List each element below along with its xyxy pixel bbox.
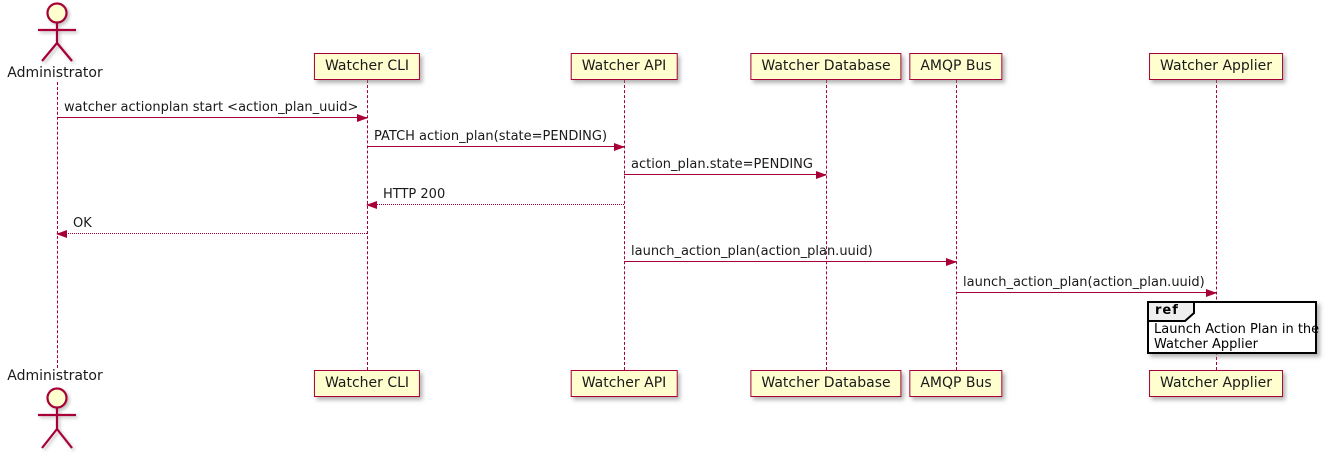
lifeline-amqp-bus bbox=[956, 80, 957, 370]
participant-top-watcher-cli: Watcher CLI bbox=[313, 53, 421, 80]
message-line bbox=[57, 117, 367, 118]
message-launch-action-plan-api: launch_action_plan(action_plan.uuid) bbox=[624, 243, 957, 266]
lifeline-watcher-api bbox=[624, 80, 625, 370]
arrowhead-icon bbox=[56, 230, 67, 238]
participant-top-watcher-database: Watcher Database bbox=[750, 53, 902, 80]
arrowhead-icon bbox=[614, 143, 625, 151]
arrowhead-icon bbox=[1206, 289, 1217, 297]
participant-bottom-watcher-cli: Watcher CLI bbox=[313, 370, 421, 397]
ref-text-line: Launch Action Plan in the bbox=[1154, 322, 1320, 337]
participant-bottom-watcher-database: Watcher Database bbox=[750, 370, 902, 397]
ref-keyword-pentagon-icon bbox=[1147, 301, 1195, 322]
actor-label-bottom: Administrator bbox=[7, 368, 103, 384]
message-label: launch_action_plan(action_plan.uuid) bbox=[963, 275, 1205, 290]
participant-top-amqp-bus: AMQP Bus bbox=[909, 53, 1003, 80]
participant-bottom-amqp-bus: AMQP Bus bbox=[909, 370, 1003, 397]
message-launch-action-plan-bus: launch_action_plan(action_plan.uuid) bbox=[956, 274, 1217, 297]
ref-fragment: ref Launch Action Plan in the Watcher Ap… bbox=[1147, 301, 1320, 354]
arrowhead-icon bbox=[946, 258, 957, 266]
lifeline-administrator bbox=[57, 82, 58, 368]
message-actionplan-start: watcher actionplan start <action_plan_uu… bbox=[57, 99, 368, 122]
message-line bbox=[367, 204, 624, 205]
message-line bbox=[367, 146, 624, 147]
message-label: action_plan.state=PENDING bbox=[631, 157, 813, 172]
participant-bottom-watcher-api: Watcher API bbox=[570, 370, 678, 397]
actor-label-top: Administrator bbox=[7, 65, 103, 81]
message-label: OK bbox=[73, 216, 92, 231]
lifeline-watcher-applier bbox=[1216, 80, 1217, 370]
ref-text: Launch Action Plan in the Watcher Applie… bbox=[1154, 322, 1320, 352]
arrowhead-icon bbox=[357, 114, 368, 122]
message-label: HTTP 200 bbox=[383, 187, 446, 202]
message-line bbox=[956, 292, 1216, 293]
message-line bbox=[57, 233, 367, 234]
participant-top-watcher-api: Watcher API bbox=[570, 53, 678, 80]
message-label: watcher actionplan start <action_plan_uu… bbox=[64, 100, 359, 115]
actor-icon bbox=[34, 2, 80, 68]
arrowhead-icon bbox=[816, 171, 827, 179]
ref-keyword: ref bbox=[1155, 303, 1179, 318]
message-patch-action-plan: PATCH action_plan(state=PENDING) bbox=[367, 128, 625, 151]
actor-icon bbox=[34, 386, 80, 456]
ref-text-line: Watcher Applier bbox=[1154, 337, 1258, 352]
message-label: launch_action_plan(action_plan.uuid) bbox=[631, 244, 873, 259]
arrowhead-icon bbox=[366, 201, 377, 209]
message-state-pending: action_plan.state=PENDING bbox=[624, 156, 827, 179]
participant-bottom-watcher-applier: Watcher Applier bbox=[1149, 370, 1283, 397]
message-line bbox=[624, 261, 956, 262]
message-label: PATCH action_plan(state=PENDING) bbox=[374, 129, 608, 144]
lifeline-watcher-database bbox=[826, 80, 827, 370]
message-line bbox=[624, 174, 826, 175]
message-http-200: HTTP 200 bbox=[366, 186, 624, 209]
lifeline-watcher-cli bbox=[367, 80, 368, 370]
participant-top-watcher-applier: Watcher Applier bbox=[1149, 53, 1283, 80]
message-ok: OK bbox=[56, 215, 367, 238]
